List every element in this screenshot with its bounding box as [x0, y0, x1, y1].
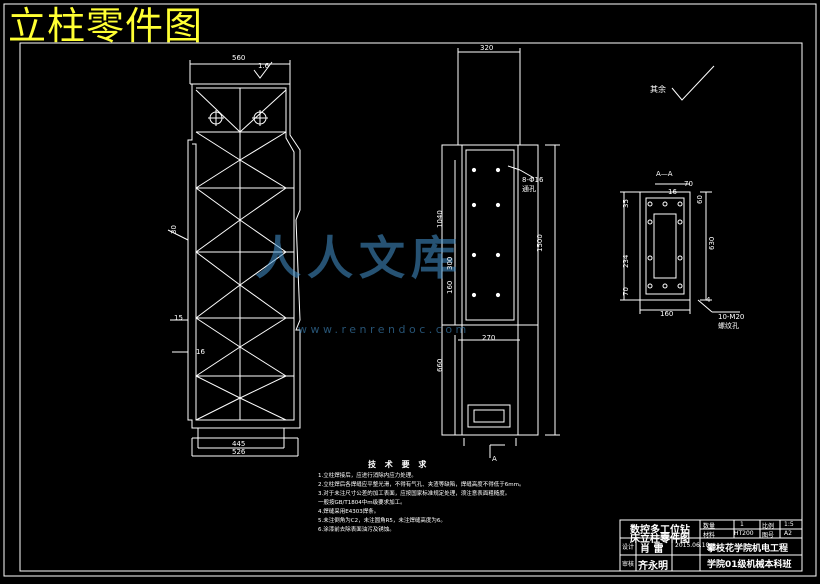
designer-label: 设计: [622, 544, 635, 551]
dim-side-660: 660: [436, 358, 444, 372]
inner-border: [19, 42, 803, 572]
section-ref: A: [492, 455, 497, 463]
sheet-label: 图号: [762, 532, 775, 539]
school-line-2: 学院01级机械本科班: [707, 560, 792, 570]
outer-border: [3, 3, 817, 577]
dim-side-300: 300: [446, 256, 454, 270]
technical-requirements: 技 术 要 求 1.立柱焊接后，应进行消除内应力处理。 2.立柱焊后各焊缝应平整光…: [318, 460, 524, 535]
checker: 齐永明: [638, 561, 668, 572]
qty-label: 数量: [703, 523, 716, 530]
dim-sec-160: 160: [660, 310, 674, 318]
dim-side-top: 320: [480, 44, 494, 52]
roughness-note: [671, 65, 715, 101]
checker-label: 审核: [622, 561, 635, 568]
dim-sec-thread: 10-M20: [718, 313, 745, 321]
sheet-value: A2: [784, 530, 792, 537]
designer: 肖 雷: [640, 544, 664, 555]
tech-line: 4.焊缝采用E4303焊条。: [318, 509, 380, 515]
dim-sec-70-bot: 70: [622, 287, 630, 296]
dim-sec-35: 35: [622, 199, 630, 208]
dim-bottom-outer: 526: [232, 448, 246, 456]
dim-sec-630: 630: [708, 236, 716, 250]
section-title: A—A: [656, 170, 673, 178]
tech-line: 6.涂漆前去除表面油污及锈蚀。: [318, 527, 395, 533]
side-view: [441, 48, 560, 458]
tech-line: 1.立柱焊接后，应进行消除内应力处理。: [318, 473, 417, 479]
dim-sec-4: 4: [706, 296, 711, 304]
design-date: 2015.06.10: [675, 542, 710, 549]
scale-label: 比例: [762, 523, 775, 530]
dim-left-angle: 30: [170, 225, 178, 234]
tech-line: 2.立柱焊后各焊缝应平整光滑，不得有气孔、夹渣等缺陷，焊缝高度不得低于6mm。: [318, 482, 525, 488]
watermark-url: www.renrendoc.com: [298, 323, 470, 336]
school-line-1: 攀枝花学院机电工程: [707, 544, 789, 554]
dim-side-270: 270: [482, 334, 496, 342]
material-label: 材料: [703, 532, 716, 539]
qty-value: 1: [740, 521, 744, 528]
dim-sec-16: 16: [668, 188, 677, 196]
dim-side-160: 160: [446, 280, 454, 294]
dim-left-small-a: 15: [174, 314, 183, 322]
tech-line: 5.未注倒角为C2，未注圆角R5，未注焊缝高度为6。: [318, 518, 446, 524]
dim-side-1500: 1500: [536, 234, 544, 252]
dim-left-small-b: 16: [196, 348, 205, 356]
drawing-title: 立柱零件图: [8, 4, 204, 48]
dim-sec-234: 234: [622, 254, 630, 268]
material-value: HT200: [734, 530, 754, 537]
dim-sec-70-top: 70: [684, 180, 693, 188]
title-block: [619, 519, 803, 572]
dim-bottom-inner: 445: [232, 440, 246, 448]
watermark-text: 人人文库: [255, 231, 463, 285]
section-a-a: [620, 183, 740, 314]
dim-sec-60: 60: [696, 195, 704, 204]
dim-side-1040: 1040: [436, 210, 444, 228]
part-name-2: 床立柱零件图: [630, 534, 690, 545]
tech-title: 技 术 要 求: [368, 460, 430, 469]
dim-hole-note: 8-Φ16: [522, 176, 544, 184]
dim-roughness-top: 1.6: [258, 62, 270, 70]
scale-value: 1:5: [784, 521, 794, 528]
tech-line: 一般按GB/T1804中m级要求加工。: [318, 500, 406, 506]
surface-note: 其余: [650, 85, 666, 94]
dim-top-width: 560: [232, 54, 246, 62]
dim-hole-note-sub: 通孔: [522, 185, 536, 193]
front-view: [167, 60, 301, 457]
part-name-1: 数控多工位钻: [630, 525, 690, 536]
dim-sec-thread-sub: 螺纹孔: [718, 322, 739, 330]
tech-line: 3.对于未注尺寸公差的加工表面，应按国家标准规定处理，须注意表面粗糙度。: [318, 491, 511, 497]
